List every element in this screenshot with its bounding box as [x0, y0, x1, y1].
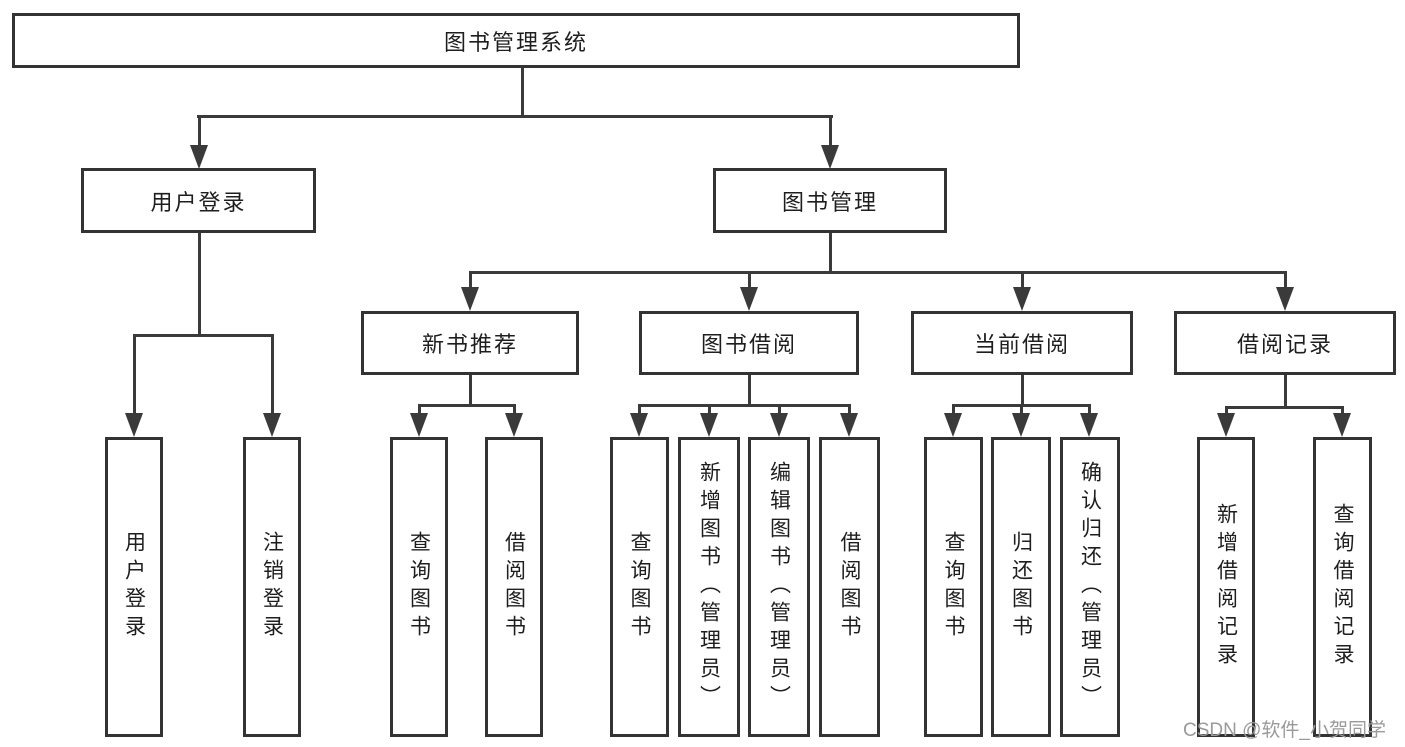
arrowhead-down-icon	[944, 413, 962, 437]
node-current-borrowing: 当前借阅	[911, 311, 1133, 375]
node-user-login: 用户登录	[81, 168, 316, 233]
connector-line	[778, 404, 781, 415]
connector-line	[1088, 404, 1091, 415]
node-label: 查询图书	[407, 531, 431, 643]
node-leaf-edit-books-admin: 编辑图书（管理员）	[748, 437, 810, 737]
connector-line	[198, 233, 201, 335]
arrowhead-down-icon	[821, 145, 839, 169]
connector-line	[1225, 406, 1344, 409]
connector-line	[469, 375, 472, 406]
connector-line	[638, 404, 641, 415]
node-book-borrowing: 图书借阅	[639, 311, 859, 375]
node-label: 用户登录	[150, 189, 247, 215]
arrowhead-down-icon	[1013, 287, 1031, 311]
node-book-management: 图书管理	[713, 168, 947, 233]
node-leaf-return-books: 归还图书	[991, 437, 1051, 737]
connector-line	[1021, 375, 1024, 406]
arrowhead-down-icon	[190, 145, 208, 169]
arrowhead-down-icon	[1276, 287, 1294, 311]
connector-line	[133, 334, 274, 337]
connector-line	[469, 271, 472, 289]
node-label: 新增图书（管理员）	[697, 461, 721, 713]
arrowhead-down-icon	[461, 287, 479, 311]
arrowhead-down-icon	[1080, 413, 1098, 437]
connector-line	[1284, 375, 1287, 408]
arrowhead-down-icon	[1012, 413, 1030, 437]
node-leaf-query-books-current: 查询图书	[924, 437, 983, 737]
arrowhead-down-icon	[125, 413, 143, 437]
node-leaf-confirm-return-admin: 确认归还（管理员）	[1060, 437, 1120, 737]
connector-line	[133, 334, 136, 414]
node-label: 借阅图书	[502, 531, 526, 643]
arrowhead-down-icon	[630, 413, 648, 437]
arrowhead-down-icon	[410, 413, 428, 437]
connector-line	[748, 375, 751, 406]
node-new-book-recommendation: 新书推荐	[361, 311, 579, 375]
node-leaf-logout: 注销登录	[243, 437, 301, 737]
arrowhead-down-icon	[770, 413, 788, 437]
connector-line	[521, 68, 524, 118]
connector-line	[198, 115, 201, 147]
connector-line	[748, 271, 751, 289]
node-label: 查询图书	[628, 531, 651, 643]
connector-line	[708, 404, 711, 415]
connector-line	[418, 404, 421, 415]
arrowhead-down-icon	[263, 413, 281, 437]
node-label: 新增借阅记录	[1214, 503, 1238, 671]
arrowhead-down-icon	[505, 413, 523, 437]
node-label: 用户登录	[122, 531, 146, 643]
node-label: 当前借阅	[973, 332, 1070, 357]
arrowhead-down-icon	[840, 413, 858, 437]
node-library-management-system: 图书管理系统	[12, 13, 1020, 68]
node-label: 注销登录	[260, 531, 284, 643]
node-label: 新书推荐	[421, 332, 518, 357]
connector-line	[197, 115, 833, 118]
node-leaf-borrow-books-recommend: 借阅图书	[485, 437, 543, 737]
arrowhead-down-icon	[740, 287, 758, 311]
node-leaf-query-borrow-record: 查询借阅记录	[1313, 437, 1372, 737]
node-label: 编辑图书（管理员）	[767, 461, 791, 713]
node-label: 查询借阅记录	[1331, 503, 1354, 671]
node-label: 图书管理	[781, 189, 878, 215]
connector-line	[829, 115, 832, 147]
connector-line	[638, 404, 851, 407]
connector-line	[829, 233, 832, 274]
arrowhead-down-icon	[700, 413, 718, 437]
arrowhead-down-icon	[1333, 413, 1351, 437]
connector-line	[1341, 406, 1344, 415]
node-label: 归还图书	[1009, 531, 1033, 643]
node-leaf-query-books-borrowing: 查询图书	[610, 437, 669, 737]
connector-line	[1021, 271, 1024, 289]
node-label: 确认归还（管理员）	[1078, 461, 1102, 713]
connector-line	[513, 404, 516, 415]
connector-line	[271, 334, 274, 414]
node-label: 查询图书	[942, 531, 965, 643]
node-label: 借阅记录	[1236, 332, 1333, 357]
node-label: 图书管理系统	[443, 29, 588, 55]
node-leaf-user-login: 用户登录	[105, 437, 163, 737]
node-label: 图书借阅	[700, 332, 797, 357]
connector-line	[418, 404, 516, 407]
connector-line	[952, 404, 955, 415]
connector-line	[848, 404, 851, 415]
node-borrowing-records: 借阅记录	[1174, 311, 1396, 375]
node-label: 借阅图书	[838, 531, 861, 643]
node-leaf-borrow-books-borrowing: 借阅图书	[819, 437, 880, 737]
connector-line	[1020, 404, 1023, 415]
csdn-watermark: CSDN @软件_小贺同学	[1183, 720, 1386, 741]
connector-line	[1284, 271, 1287, 289]
node-leaf-query-books-recommend: 查询图书	[390, 437, 448, 737]
connector-line	[469, 271, 1287, 274]
node-leaf-add-borrow-record: 新增借阅记录	[1197, 437, 1255, 737]
node-leaf-add-books-admin: 新增图书（管理员）	[678, 437, 740, 737]
connector-line	[1225, 406, 1228, 415]
arrowhead-down-icon	[1217, 413, 1235, 437]
